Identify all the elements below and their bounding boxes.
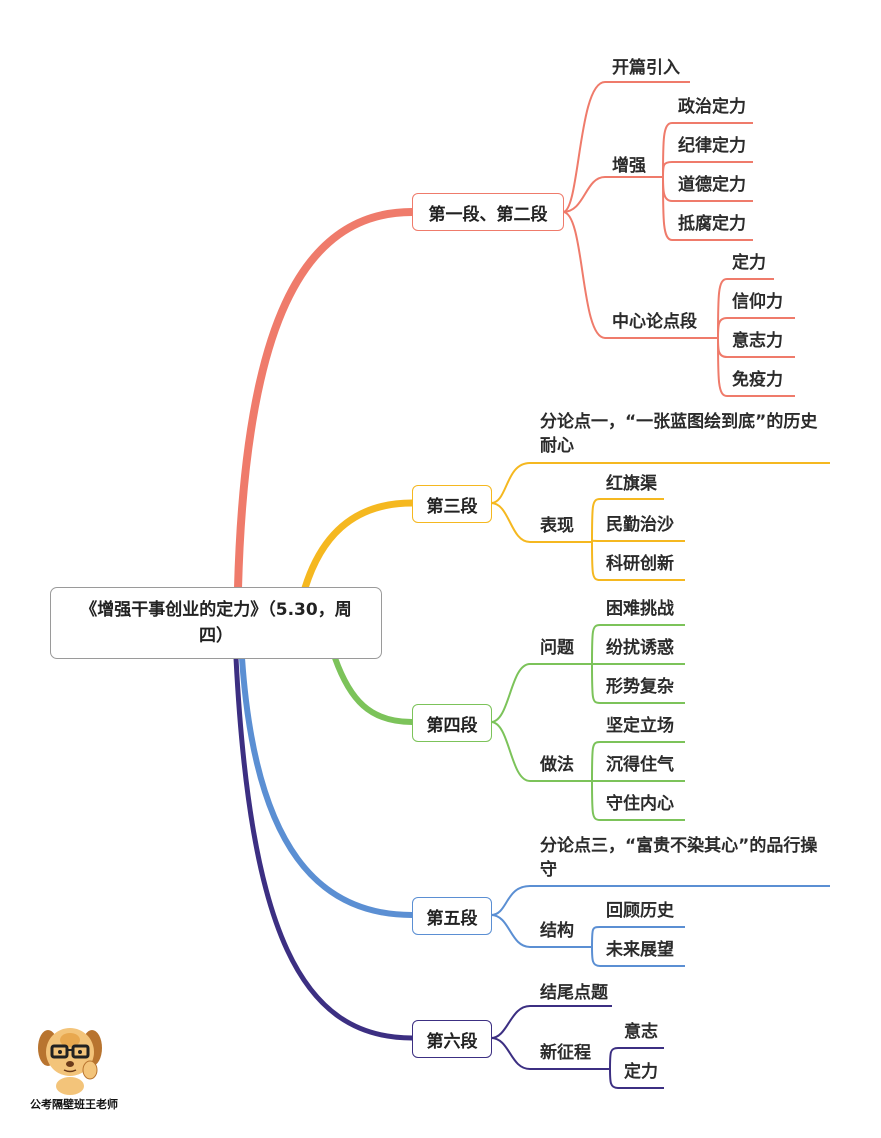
branch-node-b3[interactable]: 第三段 — [412, 485, 492, 523]
leaf-zuofa-2[interactable]: 沉得住气 — [606, 755, 674, 775]
edge-root-b1 — [234, 208, 416, 592]
edge-root-b3 — [301, 499, 416, 592]
branch-label-b6: 第六段 — [426, 1031, 478, 1052]
leaf-biaoxian-2[interactable]: 民勤治沙 — [606, 515, 674, 535]
node-sub-point-3[interactable]: 分论点三，“富贵不染其心”的品行操守 — [540, 836, 818, 880]
node-biaoxian[interactable]: 表现 — [540, 516, 574, 536]
node-center-thesis[interactable]: 中心论点段 — [612, 312, 697, 332]
leaf-jiegou-1[interactable]: 回顾历史 — [606, 901, 674, 921]
leaf-zuofa-3[interactable]: 守住内心 — [606, 794, 674, 814]
node-zengqiang[interactable]: 增强 — [612, 156, 646, 176]
node-ending[interactable]: 结尾点题 — [540, 983, 608, 1003]
leaf-center-1[interactable]: 定力 — [732, 253, 766, 273]
watermark-caption: 公考隔壁班王老师 — [30, 1098, 118, 1111]
leaf-zengqiang-1[interactable]: 政治定力 — [678, 97, 746, 117]
edge-root-b4 — [332, 655, 415, 725]
node-wenti[interactable]: 问题 — [540, 638, 574, 658]
branch-label-b4: 第四段 — [426, 715, 478, 736]
root-topic-label: 《增强干事创业的定力》（5.30，周四） — [80, 600, 352, 646]
leaf-zuofa-1[interactable]: 坚定立场 — [606, 716, 674, 736]
leaf-wenti-2[interactable]: 纷扰诱惑 — [606, 638, 674, 658]
leaf-biaoxian-3[interactable]: 科研创新 — [606, 554, 674, 574]
edge-root-b5 — [239, 655, 415, 918]
leaf-wenti-3[interactable]: 形势复杂 — [606, 677, 674, 697]
node-sub-point-1[interactable]: 分论点一，“一张蓝图绘到底”的历史耐心 — [540, 412, 818, 456]
node-xinzhengcheng[interactable]: 新征程 — [540, 1043, 591, 1063]
leaf-jiegou-2[interactable]: 未来展望 — [606, 940, 674, 960]
branch-node-b5[interactable]: 第五段 — [412, 897, 492, 935]
root-topic[interactable]: 《增强干事创业的定力》（5.30，周四） — [50, 587, 382, 659]
dog-mascot-icon — [38, 1028, 102, 1095]
branch-node-b4[interactable]: 第四段 — [412, 704, 492, 742]
leaf-zengqiang-4[interactable]: 抵腐定力 — [678, 214, 746, 234]
branch-node-b1[interactable]: 第一段、第二段 — [412, 193, 564, 231]
branch-label-b1: 第一段、第二段 — [428, 204, 548, 225]
branch-label-b3: 第三段 — [426, 496, 478, 517]
leaf-xinzhengcheng-2[interactable]: 定力 — [624, 1062, 658, 1082]
node-jiegou[interactable]: 结构 — [540, 921, 574, 941]
leaf-zengqiang-2[interactable]: 纪律定力 — [678, 136, 746, 156]
leaf-center-2[interactable]: 信仰力 — [732, 292, 783, 312]
branch-label-b5: 第五段 — [426, 908, 478, 929]
leaf-zengqiang-3[interactable]: 道德定力 — [678, 175, 746, 195]
edge-root-b6 — [233, 655, 415, 1041]
node-intro[interactable]: 开篇引入 — [612, 58, 680, 78]
leaf-wenti-1[interactable]: 困难挑战 — [606, 599, 674, 619]
leaf-center-3[interactable]: 意志力 — [732, 331, 783, 351]
leaf-xinzhengcheng-1[interactable]: 意志 — [624, 1022, 658, 1042]
branch-node-b6[interactable]: 第六段 — [412, 1020, 492, 1058]
leaf-biaoxian-1[interactable]: 红旗渠 — [606, 474, 657, 494]
node-zuofa[interactable]: 做法 — [540, 755, 574, 775]
leaf-center-4[interactable]: 免疫力 — [732, 370, 783, 390]
